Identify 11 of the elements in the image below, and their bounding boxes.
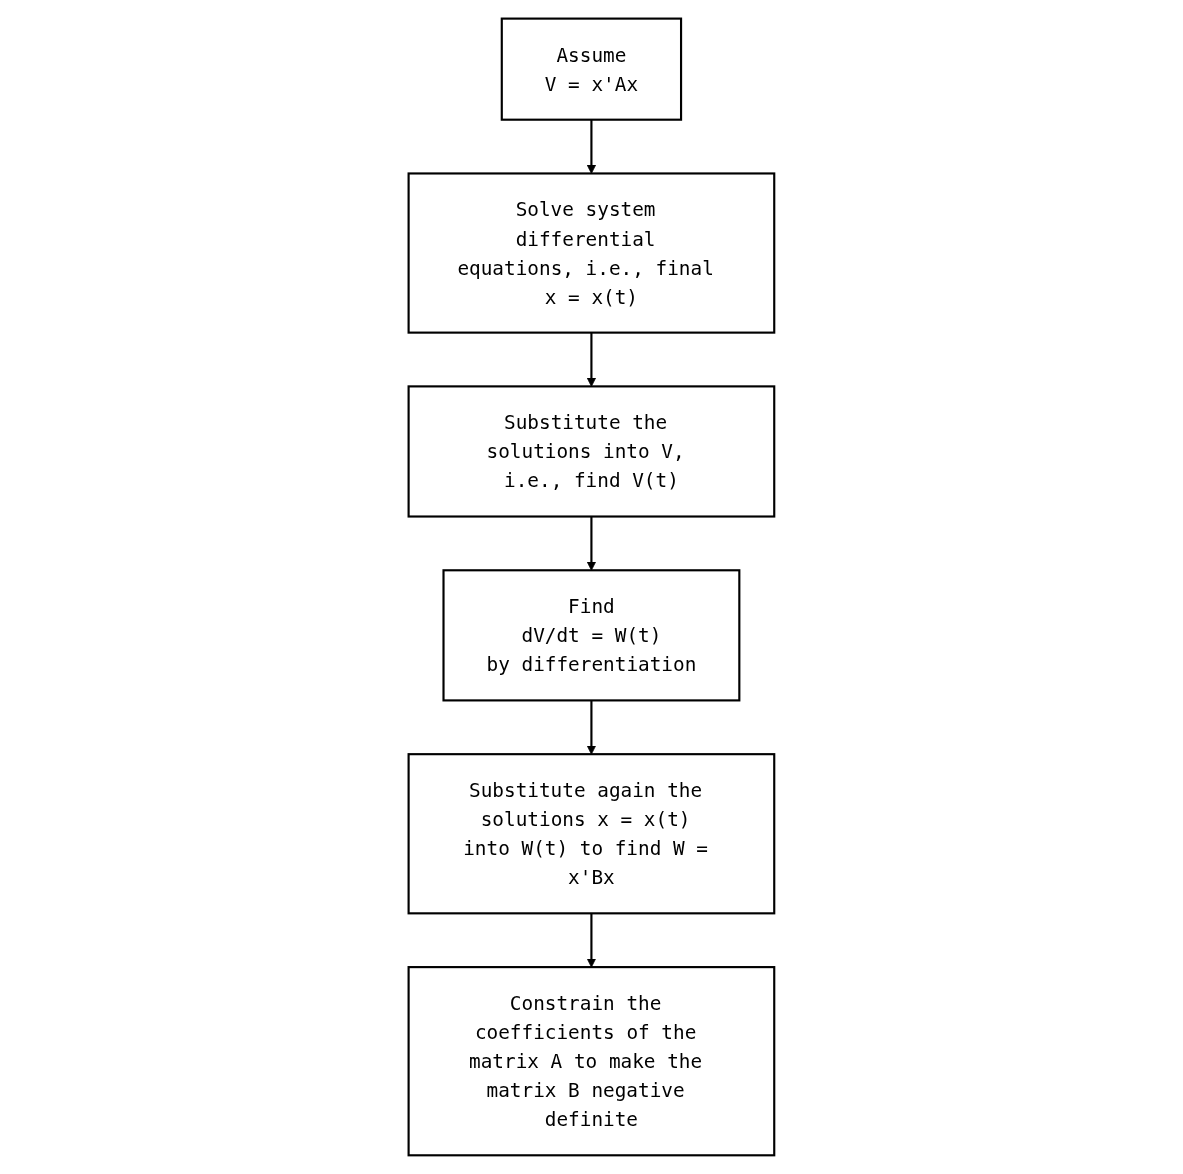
node-box: Substitute again the solutions x = x(t) into W(t) to find W = x'Bx: [407, 753, 776, 915]
arrow: [586, 700, 597, 755]
arrow: [586, 119, 597, 174]
node-box: Constrain the coefficients of the matrix A to make the matrix B negative definite: [407, 966, 776, 1157]
arrow: [586, 332, 597, 387]
arrow: [586, 516, 597, 571]
node-box: Solve system differential equations, i.e., final x = x(t): [407, 172, 776, 334]
node-box: Substitute the solutions into V, i.e., find V(t): [407, 385, 776, 518]
node-box: Find dV/dt = W(t) by differentiation: [442, 569, 741, 702]
node-box: Assume V = x'Ax: [500, 17, 683, 121]
arrow: [586, 913, 597, 968]
